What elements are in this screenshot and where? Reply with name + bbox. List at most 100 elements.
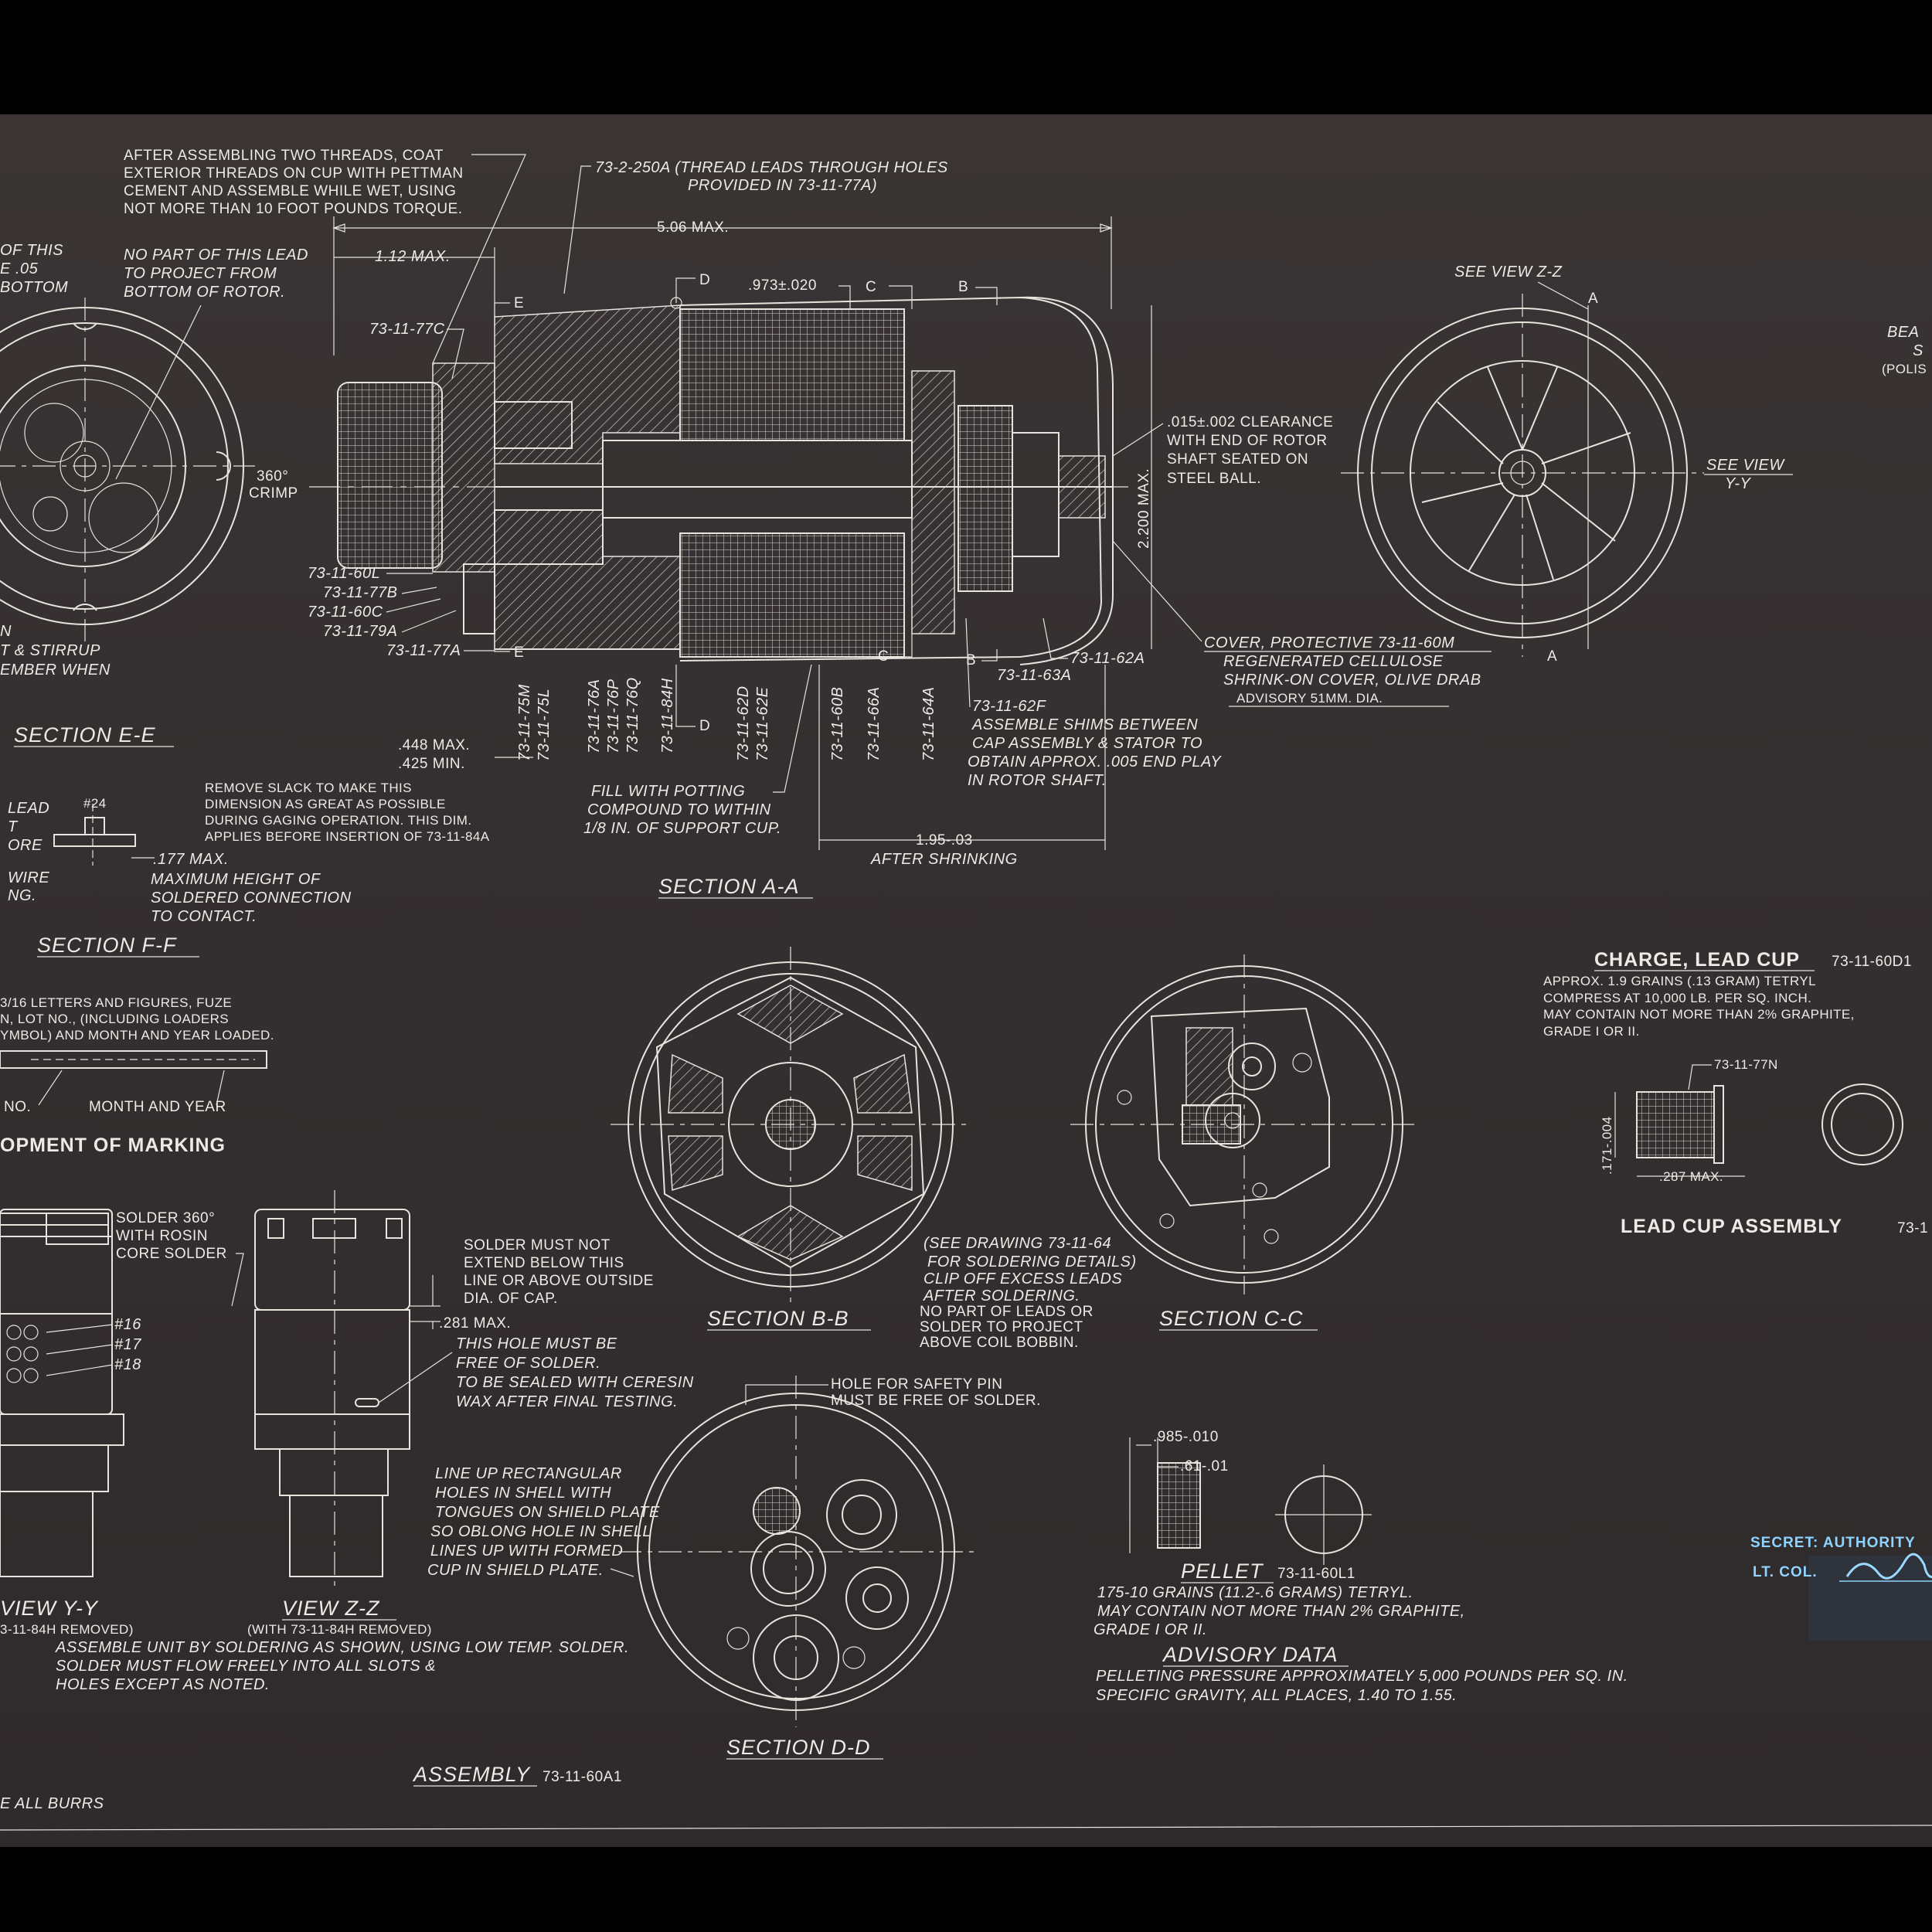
note-lead-project: NO PART OF THIS LEAD TO PROJECT FROM BOT…: [115, 247, 308, 480]
svg-text:ASSEMBLE SHIMS BETWEEN: ASSEMBLE SHIMS BETWEEN: [971, 716, 1198, 733]
assembly-part: 73-11-60A1: [543, 1769, 622, 1785]
svg-text:IN ROTOR SHAFT.: IN ROTOR SHAFT.: [968, 772, 1107, 789]
note-left-cut: OF THIS E .05 BOTTOM N T & STIRRUP EMBER…: [0, 242, 110, 679]
svg-text:LINE UP RECTANGULAR: LINE UP RECTANGULAR: [435, 1465, 622, 1482]
svg-text:73-11-77B: 73-11-77B: [323, 584, 397, 601]
view-yy-title: VIEW Y-Y: [0, 1597, 99, 1620]
section-ff-title: SECTION F-F: [37, 934, 177, 957]
svg-text:CUP IN SHIELD PLATE.: CUP IN SHIELD PLATE.: [427, 1562, 604, 1579]
svg-text:SO OBLONG HOLE IN SHELL: SO OBLONG HOLE IN SHELL: [430, 1523, 651, 1540]
view-zz-title: VIEW Z-Z: [282, 1597, 380, 1620]
svg-text:D: D: [699, 718, 710, 734]
note-line-up: LINE UP RECTANGULAR HOLES IN SHELL WITH …: [427, 1465, 660, 1579]
svg-text:E: E: [514, 295, 524, 311]
svg-text:CLIP OFF EXCESS LEADS: CLIP OFF EXCESS LEADS: [923, 1270, 1122, 1287]
svg-text:MAXIMUM HEIGHT OF: MAXIMUM HEIGHT OF: [151, 871, 321, 888]
section-ee-view: [0, 298, 255, 641]
svg-text:COMPRESS AT 10,000 LB. PER SQ.: COMPRESS AT 10,000 LB. PER SQ. INCH.: [1543, 991, 1811, 1005]
view-zz: SEE VIEW Z-Z A A SEE VIEW Y-Y: [1341, 264, 1793, 665]
dim-bore: .973±.020: [748, 277, 817, 294]
svg-text:73-2-250A (THREAD LEADS THROUG: 73-2-250A (THREAD LEADS THROUGH HOLES: [595, 159, 948, 176]
svg-text:360°: 360°: [257, 468, 288, 485]
section-cc: [1070, 954, 1414, 1294]
svg-text:PROVIDED IN 73-11-77A): PROVIDED IN 73-11-77A): [688, 177, 877, 194]
svg-text:73-11-62A: 73-11-62A: [1070, 650, 1145, 667]
security-stamp: SECRET: AUTHORITY LT. COL.: [1750, 1535, 1932, 1641]
svg-text:SPECIFIC GRAVITY, ALL PLACES,: SPECIFIC GRAVITY, ALL PLACES, 1.40 TO 1.…: [1096, 1687, 1457, 1704]
svg-text:1/8 IN. OF SUPPORT CUP.: 1/8 IN. OF SUPPORT CUP.: [583, 820, 781, 837]
advisory-data: ADVISORY DATA PELLETING PRESSURE APPROXI…: [1096, 1643, 1628, 1704]
note-thread-leads: 73-2-250A (THREAD LEADS THROUGH HOLES PR…: [563, 159, 948, 294]
svg-text:OBTAIN APPROX. .005 END PLAY: OBTAIN APPROX. .005 END PLAY: [968, 753, 1222, 770]
svg-text:SOLDER MUST FLOW FREELY INTO A: SOLDER MUST FLOW FREELY INTO ALL SLOTS &: [56, 1658, 436, 1675]
svg-text:D: D: [699, 272, 710, 288]
svg-text:.171-.004: .171-.004: [1600, 1117, 1614, 1175]
svg-text:HOLES IN SHELL WITH: HOLES IN SHELL WITH: [435, 1485, 611, 1502]
svg-text:GRADE I OR II.: GRADE I OR II.: [1094, 1621, 1207, 1638]
svg-text:MAY CONTAIN NOT MORE THAN 2% G: MAY CONTAIN NOT MORE THAN 2% GRAPHITE,: [1097, 1603, 1465, 1620]
svg-text:73-11-76Q: 73-11-76Q: [624, 677, 641, 753]
svg-text:B: B: [958, 279, 968, 295]
note-drawing-ref: (SEE DRAWING 73-11-64 FOR SOLDERING DETA…: [920, 1235, 1136, 1351]
dim-cup: 1.12 MAX.: [375, 248, 451, 265]
svg-text:SHAFT SEATED ON: SHAFT SEATED ON: [1167, 451, 1308, 468]
svg-text:73-11-77C: 73-11-77C: [369, 321, 445, 338]
svg-text:73-11-60D1: 73-11-60D1: [1832, 954, 1912, 970]
dim-solder-height: .177 MAX.: [153, 851, 229, 868]
dim-after-shrink: AFTER SHRINKING: [870, 851, 1018, 868]
svg-text:73-11-60L: 73-11-60L: [308, 565, 380, 582]
svg-text:S: S: [1913, 342, 1923, 359]
svg-text:HOLES EXCEPT AS NOTED.: HOLES EXCEPT AS NOTED.: [56, 1676, 270, 1693]
svg-text:175-10 GRAINS (11.2-.6 GRAMS): 175-10 GRAINS (11.2-.6 GRAMS) TETRYL.: [1097, 1584, 1413, 1601]
svg-text:FILL WITH POTTING: FILL WITH POTTING: [591, 783, 745, 800]
svg-text:N: N: [0, 623, 12, 640]
development-of-marking: 3/16 LETTERS AND FIGURES, FUZE N, LOT NO…: [0, 995, 274, 1156]
svg-text:73-11-66A: 73-11-66A: [866, 687, 883, 761]
svg-text:CHARGE, LEAD CUP: CHARGE, LEAD CUP: [1594, 949, 1800, 971]
svg-text:.287 MAX.: .287 MAX.: [1659, 1169, 1723, 1184]
svg-text:NO PART OF THIS LEAD: NO PART OF THIS LEAD: [124, 247, 308, 264]
see-view-zz: SEE VIEW Z-Z: [1454, 264, 1563, 281]
svg-text:73-11-62D: 73-11-62D: [735, 685, 752, 761]
section-ee-title: SECTION E-E: [14, 723, 156, 747]
svg-text:SOLDERED CONNECTION: SOLDERED CONNECTION: [151, 889, 352, 906]
section-ff-detail: LEAD T ORE #24 WIRE NG. .177 MAX. MAXIMU…: [8, 796, 352, 925]
svg-text:A: A: [1588, 291, 1598, 307]
dim-281: .281 MAX.: [439, 1315, 511, 1332]
svg-text:CAP ASSEMBLY & STATOR TO: CAP ASSEMBLY & STATOR TO: [972, 735, 1202, 752]
charge-lead-cup: CHARGE, LEAD CUP 73-11-60D1 APPROX. 1.9 …: [1543, 949, 1928, 1237]
dim-overall: 5.06 MAX.: [657, 219, 729, 236]
svg-text:SOLDER MUST NOT: SOLDER MUST NOT: [464, 1237, 611, 1253]
svg-text:73-11-77A: 73-11-77A: [386, 642, 461, 659]
svg-text:REGENERATED CELLULOSE: REGENERATED CELLULOSE: [1223, 653, 1444, 670]
assembly-title: ASSEMBLY: [412, 1763, 531, 1786]
aa-part-labels: 73-11-77C 73-11-60L 73-11-77B 73-11-60C …: [308, 321, 1145, 715]
svg-text:TO BE SEALED WITH CERESIN: TO BE SEALED WITH CERESIN: [456, 1374, 694, 1391]
svg-text:E .05: E .05: [0, 260, 39, 277]
svg-text:A: A: [1547, 648, 1557, 665]
svg-text:NOT MORE THAN 10 FOOT POUNDS T: NOT MORE THAN 10 FOOT POUNDS TORQUE.: [124, 201, 463, 217]
svg-text:C: C: [878, 648, 889, 665]
svg-text:CORE SOLDER: CORE SOLDER: [116, 1246, 227, 1262]
svg-text:ASSEMBLE UNIT BY SOLDERING AS: ASSEMBLE UNIT BY SOLDERING AS SHOWN, USI…: [55, 1639, 629, 1656]
view-zz-removed: (WITH 73-11-84H REMOVED): [247, 1622, 432, 1637]
svg-text:(POLIS: (POLIS: [1882, 362, 1927, 376]
svg-text:MONTH AND YEAR: MONTH AND YEAR: [89, 1099, 226, 1115]
svg-text:MUST BE FREE OF SOLDER.: MUST BE FREE OF SOLDER.: [831, 1393, 1041, 1409]
svg-text:APPLIES BEFORE INSERTION OF 73: APPLIES BEFORE INSERTION OF 73-11-84A: [205, 829, 490, 844]
svg-text:PELLETING PRESSURE APPROXIMATE: PELLETING PRESSURE APPROXIMATELY 5,000 P…: [1096, 1668, 1628, 1685]
svg-text:TONGUES ON SHIELD PLATE: TONGUES ON SHIELD PLATE: [435, 1504, 660, 1521]
svg-text:MAY CONTAIN NOT MORE THAN 2% G: MAY CONTAIN NOT MORE THAN 2% GRAPHITE,: [1543, 1007, 1855, 1022]
cut-letters: D D C C B B E E: [494, 272, 998, 734]
svg-text:73-11-64A: 73-11-64A: [920, 687, 937, 761]
svg-text:73-11-75M: 73-11-75M: [516, 684, 533, 761]
svg-text:SHRINK-ON COVER, OLIVE DRAB: SHRINK-ON COVER, OLIVE DRAB: [1223, 672, 1481, 689]
svg-text:3/16 LETTERS AND FIGURES, FUZE: 3/16 LETTERS AND FIGURES, FUZE: [0, 995, 232, 1010]
svg-text:73-11-75L: 73-11-75L: [536, 689, 553, 761]
svg-text:WAX AFTER FINAL TESTING.: WAX AFTER FINAL TESTING.: [456, 1393, 678, 1410]
svg-text:73-11-76A: 73-11-76A: [586, 679, 603, 753]
svg-text:LEAD CUP ASSEMBLY: LEAD CUP ASSEMBLY: [1621, 1216, 1842, 1237]
svg-text:#18: #18: [114, 1356, 141, 1373]
section-dd-title: SECTION D-D: [726, 1736, 871, 1759]
